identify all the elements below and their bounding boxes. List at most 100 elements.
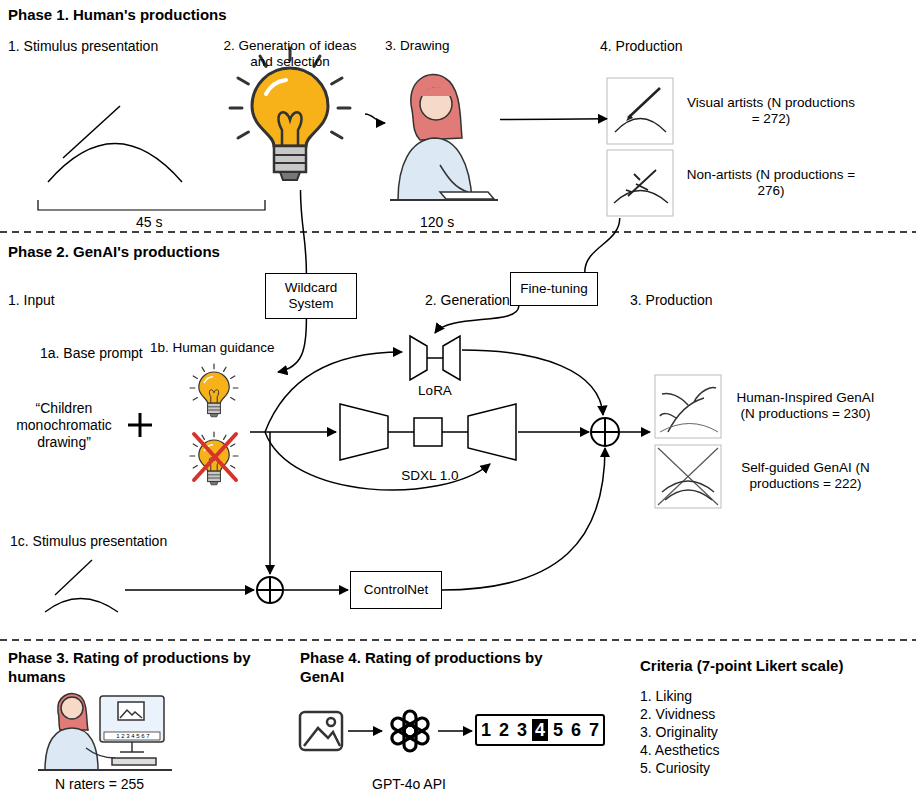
scale-value: 6: [568, 719, 584, 741]
connector: [500, 118, 607, 120]
cross-mark: [194, 434, 236, 480]
scale-value: 5: [550, 719, 566, 741]
node-text: Fine-tuning: [520, 281, 588, 297]
text-label: GPT-4o API: [372, 776, 492, 793]
connector: [278, 319, 306, 372]
production-thumbnail: [660, 424, 718, 433]
lightbulb: [190, 364, 238, 417]
process-box: ControlNet: [350, 571, 442, 609]
node-text: Non-artists (N productions = 276): [685, 167, 857, 199]
stimulus-figure: [48, 144, 182, 183]
scale-value: 1: [478, 719, 494, 741]
production-image: Human-Inspired GenAI (N productions = 23…: [655, 375, 880, 438]
connector: [435, 306, 519, 333]
production-image: Self-guided GenAI (N productions = 222): [655, 445, 880, 508]
section-heading: Phase 2. GenAI's productions: [8, 242, 408, 261]
connector: [301, 190, 307, 273]
production-thumbnail: [662, 481, 714, 500]
node-text: 1b. Human guidance: [150, 340, 278, 356]
arrow-line: [269, 432, 271, 574]
drawing-person: [390, 75, 498, 200]
node-text: Human-Inspired GenAI (N productions = 23…: [731, 390, 880, 422]
node-text: LoRA: [405, 383, 465, 399]
connector: [585, 218, 620, 272]
text-label: N raters = 255: [55, 776, 195, 793]
scale-value: 2: [496, 719, 512, 741]
production-thumbnail: [628, 88, 660, 118]
production-thumbnail: [626, 170, 656, 196]
text-label: 5. Curiosity: [640, 760, 840, 777]
node-text: Visual artists (N productions = 272): [685, 95, 857, 127]
text-label: 45 s: [136, 214, 196, 231]
connector: [365, 114, 385, 123]
text-label: 1c. Stimulus presentation: [10, 533, 210, 550]
rater-person: [61, 697, 83, 719]
image-icon: [304, 728, 340, 746]
separator: [0, 231, 916, 232]
image-icon: [300, 712, 342, 750]
text-label: “Children monochromatic drawing”: [8, 400, 120, 451]
rater-person: [118, 702, 144, 720]
section-heading: Phase 3. Rating of productions by humans: [8, 648, 293, 686]
text-label: 3. Production: [630, 292, 750, 309]
rater-person: [120, 751, 144, 753]
arrow-line: [442, 448, 605, 590]
plus-symbol: [139, 413, 142, 437]
sum-symbol: [591, 418, 619, 446]
sum-symbol: [257, 577, 283, 603]
guidance-input: 1b. Human guidance: [150, 340, 278, 420]
network-block: [388, 431, 414, 433]
drawing-person: [390, 199, 498, 201]
network-block: [414, 418, 442, 446]
rater-person: [45, 728, 98, 770]
text-label: 2. Generation: [425, 292, 545, 309]
idea-stage: 2. Generation of ideas and selection: [215, 38, 365, 190]
stimulus-figure: [45, 599, 118, 613]
drawing-person: [420, 88, 452, 120]
network-block: [442, 431, 468, 433]
process-box: Fine-tuning: [510, 272, 598, 306]
arrow-line: [462, 350, 603, 415]
network-block: [340, 336, 516, 460]
section-heading: Phase 1. Human's productions: [8, 5, 408, 24]
arrow-line: [518, 431, 589, 433]
sum-symbol: [604, 418, 606, 446]
arrow-line: [250, 431, 336, 433]
image-icon: [300, 712, 342, 750]
stimulus-figure: [45, 560, 118, 612]
production-thumbnail: [614, 191, 668, 204]
text-label: 1a. Base prompt: [40, 345, 160, 362]
drawing-person: [420, 87, 452, 96]
network-block: [443, 336, 460, 380]
arrow-line: [348, 730, 382, 732]
stimulus-figure: [63, 106, 120, 158]
rater-person: [120, 710, 142, 718]
production-thumbnail: [660, 388, 716, 432]
network-block: [427, 357, 443, 359]
separator: [0, 639, 916, 640]
rater-person: [38, 694, 172, 770]
production-thumbnail: [655, 375, 721, 438]
scale-value: 7: [586, 719, 602, 741]
production-thumbnail: [658, 448, 718, 505]
production-thumbnail: [615, 119, 666, 133]
drawing-stage: 3. Drawing: [385, 38, 500, 208]
section-heading: Criteria (7-point Likert scale): [640, 656, 910, 675]
openai-logo: [390, 711, 431, 751]
production-thumbnail: [655, 445, 721, 508]
production-thumbnail: [626, 114, 633, 121]
time-bracket: [38, 200, 265, 210]
drawing-person: [411, 75, 462, 140]
text-label: 4. Aesthetics: [640, 742, 840, 759]
stimulus-figure: [55, 560, 92, 595]
node-text: SDXL 1.0: [335, 468, 525, 484]
node-text: 2. Generation of ideas and selection: [215, 38, 365, 70]
rater-person: [58, 694, 88, 730]
rater-person: [100, 696, 164, 742]
node-text: Self-guided GenAI (N productions = 222): [731, 460, 880, 492]
sum-symbol: [269, 577, 271, 603]
drawing-person: [440, 165, 468, 192]
arrow-line: [125, 350, 650, 731]
text-label: 120 s: [420, 214, 480, 231]
node-text: 3. Drawing: [385, 38, 500, 54]
